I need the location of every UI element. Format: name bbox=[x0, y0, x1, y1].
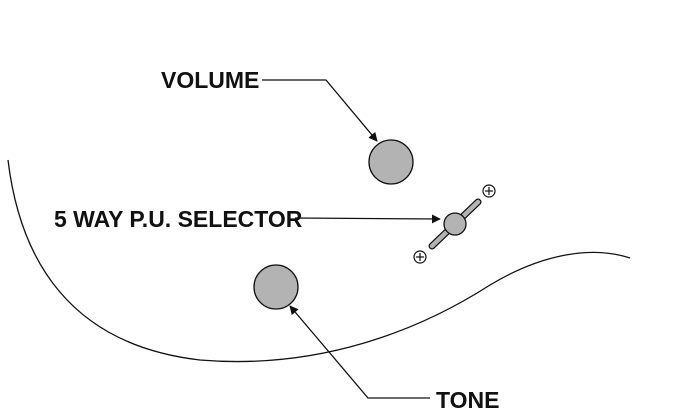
selector-label: 5 WAY P.U. SELECTOR bbox=[54, 206, 303, 232]
volume-knob bbox=[368, 139, 414, 185]
tone-leader-line bbox=[289, 305, 430, 399]
selector-leader-line bbox=[294, 214, 441, 224]
tone-knob bbox=[253, 264, 299, 310]
guitar-body-outline bbox=[7, 159, 631, 363]
tone-label: TONE bbox=[436, 387, 499, 413]
volume-label: VOLUME bbox=[161, 67, 259, 93]
volume-leader-line bbox=[262, 79, 378, 142]
screw-bottom-icon bbox=[413, 250, 427, 264]
pickup-selector-switch bbox=[413, 184, 496, 264]
selector-lever-knob bbox=[443, 212, 467, 236]
screw-top-icon bbox=[482, 184, 496, 198]
